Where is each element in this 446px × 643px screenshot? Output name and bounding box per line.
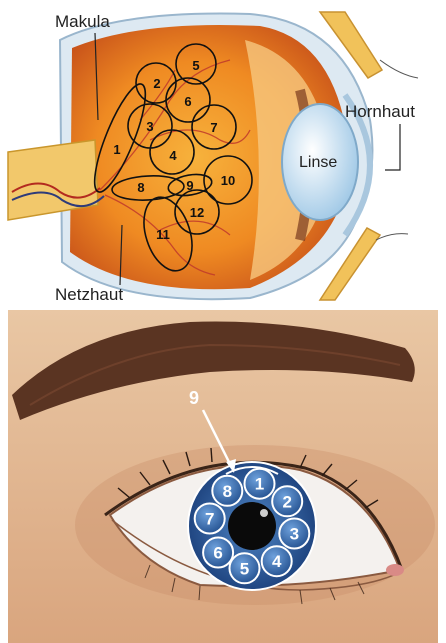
iris-segment-1-label: 1 [255,475,264,494]
zone-4-label: 4 [169,148,177,163]
label-hornhaut: Hornhaut [345,102,415,121]
zone-10-label: 10 [221,173,235,188]
zone-5-label: 5 [192,58,199,73]
callout-9-label: 9 [189,388,199,408]
optic-nerve [8,140,98,220]
zone-12-label: 12 [190,205,204,220]
iris-segment-6-label: 6 [213,544,222,563]
zone-2-label: 2 [153,76,160,91]
iris-segment-3-label: 3 [290,525,299,544]
iris-segment-7-label: 7 [205,510,214,529]
top-panel: 1 2 3 4 5 6 7 8 9 10 11 12 Makula Hornha… [8,8,438,304]
zone-6-label: 6 [184,94,191,109]
zone-9-label: 9 [186,178,193,193]
iris-segment-8-label: 8 [223,482,232,501]
bottom-panel: 12 34 56 78 9 [8,310,438,643]
iris-segment-2-label: 2 [282,492,291,511]
pupil [228,502,276,550]
zone-7-label: 7 [210,120,217,135]
zone-3-label: 3 [146,119,153,134]
zone-8-label: 8 [137,180,144,195]
zone-11-label: 11 [156,227,170,242]
iris-segment-5-label: 5 [240,559,249,578]
label-makula: Makula [55,12,110,31]
label-linse: Linse [299,154,337,171]
label-netzhaut: Netzhaut [55,285,123,304]
iris-segment-4-label: 4 [272,552,282,571]
zone-1-label: 1 [113,142,120,157]
